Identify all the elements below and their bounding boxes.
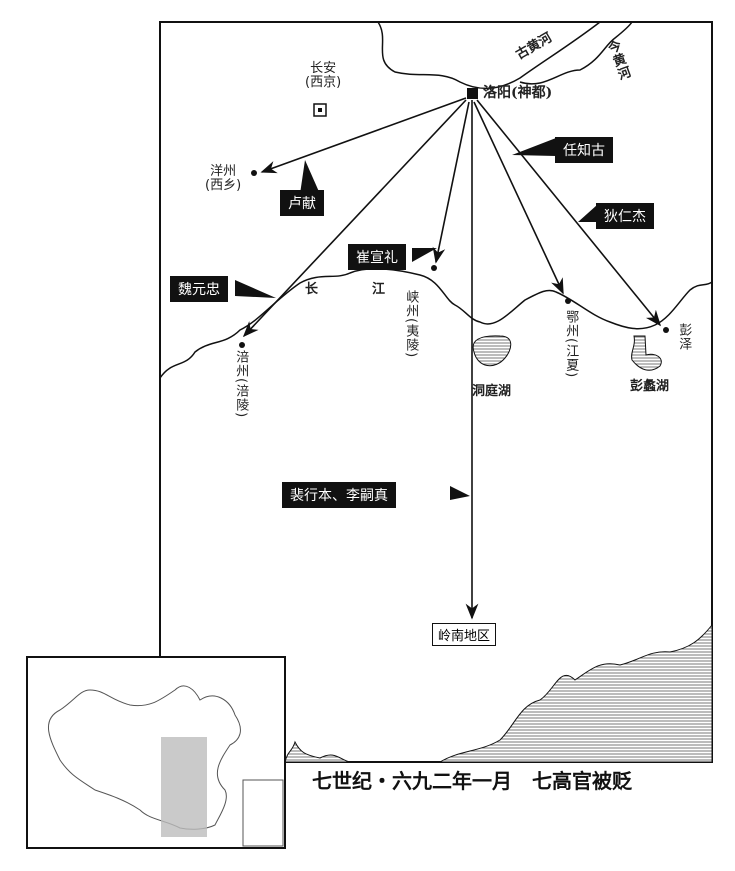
callout-wei-yuanzhong: 魏元忠 xyxy=(170,276,228,302)
pengze-dot xyxy=(663,327,669,333)
luoyang-capital-icon xyxy=(467,88,478,99)
arrow-yangzhou xyxy=(260,97,467,174)
fuzhou-label: 涪州(涪陵) xyxy=(233,350,249,419)
inset-china-outline xyxy=(47,685,241,830)
inset-highlight-region xyxy=(161,737,207,837)
luoyang-label: 洛阳(神都) xyxy=(483,85,553,101)
callout-lu-xian: 卢献 xyxy=(280,190,324,216)
pointer-pei-li xyxy=(450,486,470,500)
pointer-lu-xian xyxy=(300,160,320,194)
callout-pei-li: 裴行本、李嗣真 xyxy=(282,482,396,508)
arrow-fuzhou xyxy=(242,99,467,338)
ezhou-label: 鄂州(江夏) xyxy=(563,310,579,379)
poyang-label: 彭蠡湖 xyxy=(630,379,670,394)
yangtze-label-2: 江 xyxy=(372,282,386,297)
arrow-pengze xyxy=(476,99,662,327)
map-frame xyxy=(159,21,713,763)
dongting-label: 洞庭湖 xyxy=(472,384,512,399)
xiazhou-dot xyxy=(431,265,437,271)
changan-label: 长安(西京) xyxy=(305,61,342,91)
ezhou-dot xyxy=(565,298,571,304)
yangzhou-label: 洋州(西乡) xyxy=(205,164,242,194)
pointer-cui-xuanli xyxy=(412,248,437,262)
arrow-ezhou xyxy=(473,101,564,295)
south-sea xyxy=(438,623,713,763)
coast-west xyxy=(284,740,351,763)
poyang-lake xyxy=(631,335,662,371)
inset-south-sea-box xyxy=(242,779,284,847)
fuzhou-dot xyxy=(239,342,245,348)
inset-frame xyxy=(26,656,286,849)
yellow-river-south-bank xyxy=(377,21,601,90)
lingnan-label: 岭南地区 xyxy=(432,623,497,646)
xiazhou-label: 峡州(夷陵) xyxy=(403,290,419,359)
pointer-ren-zhigu xyxy=(512,138,556,156)
callout-ren-zhigu: 任知古 xyxy=(555,137,613,163)
arrow-xiazhou xyxy=(432,101,470,264)
new-yellow-river xyxy=(519,21,633,85)
yangzhou-dot xyxy=(251,170,257,176)
callout-cui-xuanli: 崔宣礼 xyxy=(348,244,406,270)
dongting-lake xyxy=(472,335,512,367)
callout-di-renjie: 狄仁杰 xyxy=(596,203,654,229)
yangtze-label-1: 长 xyxy=(305,282,319,297)
pointer-di-renjie xyxy=(578,205,597,222)
pointer-wei-yuanzhong xyxy=(235,280,276,298)
pengze-label: 彭泽 xyxy=(676,323,692,351)
map-title: 七世纪・六九二年一月 七高官被贬 xyxy=(312,769,632,793)
